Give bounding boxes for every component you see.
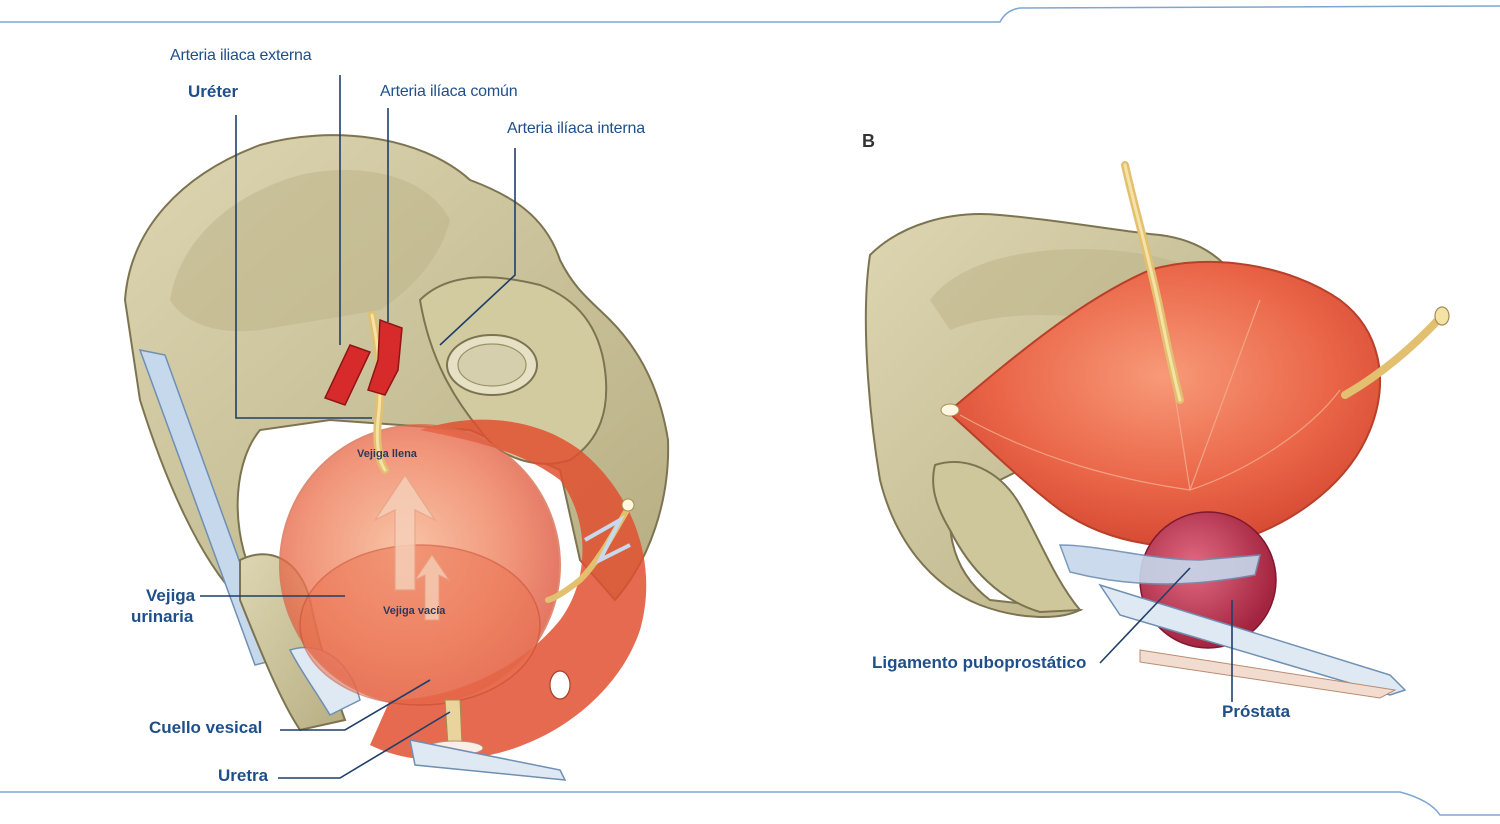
external-iliac-artery (323, 344, 372, 406)
pelvic-floor-muscle (370, 419, 647, 761)
label-vejiga-urinaria-line2: urinaria (131, 607, 194, 626)
filling-arrow-main (373, 473, 437, 591)
bladder-empty-a (299, 544, 541, 706)
bladder-b (946, 261, 1381, 548)
panel-b-label: B (862, 131, 875, 151)
common-iliac-artery (367, 318, 403, 396)
label-ligamento-puboprostatico: Ligamento puboprostático (872, 653, 1087, 672)
label-vejiga-vacia: Vejiga vacía (383, 605, 446, 617)
label-vejiga-urinaria-line1: Vejiga (146, 586, 196, 605)
panel-a-figure (123, 134, 670, 781)
label-arteria-iliaca-externa: Arteria iliaca externa (170, 47, 312, 64)
leader-cuello-vesical (280, 679, 431, 731)
leader-lines-a (200, 75, 516, 779)
label-uretra: Uretra (218, 766, 269, 785)
filling-arrow-small (413, 554, 451, 621)
label-arteria-iliaca-comun: Arteria ilíaca común (380, 83, 518, 100)
perineal-membrane-a (409, 739, 567, 781)
frame-lines (0, 5, 1500, 816)
panel-b-figure (864, 161, 1450, 699)
leader-ligamento-puboprostatico (1099, 567, 1191, 664)
leader-lines-b (1099, 567, 1233, 702)
ureter-b-right (1341, 314, 1444, 399)
label-ureter: Uréter (188, 82, 239, 101)
leader-ureter (235, 115, 372, 419)
pubic-body-b (932, 460, 1083, 614)
urethra-a (444, 699, 463, 746)
leader-arteria-iliaca-interna (439, 148, 516, 346)
label-prostata: Próstata (1222, 702, 1291, 721)
iliac-fossa-shadow (170, 170, 450, 332)
leader-uretra (278, 711, 451, 779)
label-vejiga-llena: Vejiga llena (357, 448, 417, 460)
puboprostatic-ligament-b (1058, 544, 1261, 585)
perineal-membrane-b (1098, 583, 1407, 696)
label-arteria-iliaca-interna: Arteria ilíaca interna (507, 120, 645, 137)
label-cuello-vesical: Cuello vesical (149, 718, 263, 737)
